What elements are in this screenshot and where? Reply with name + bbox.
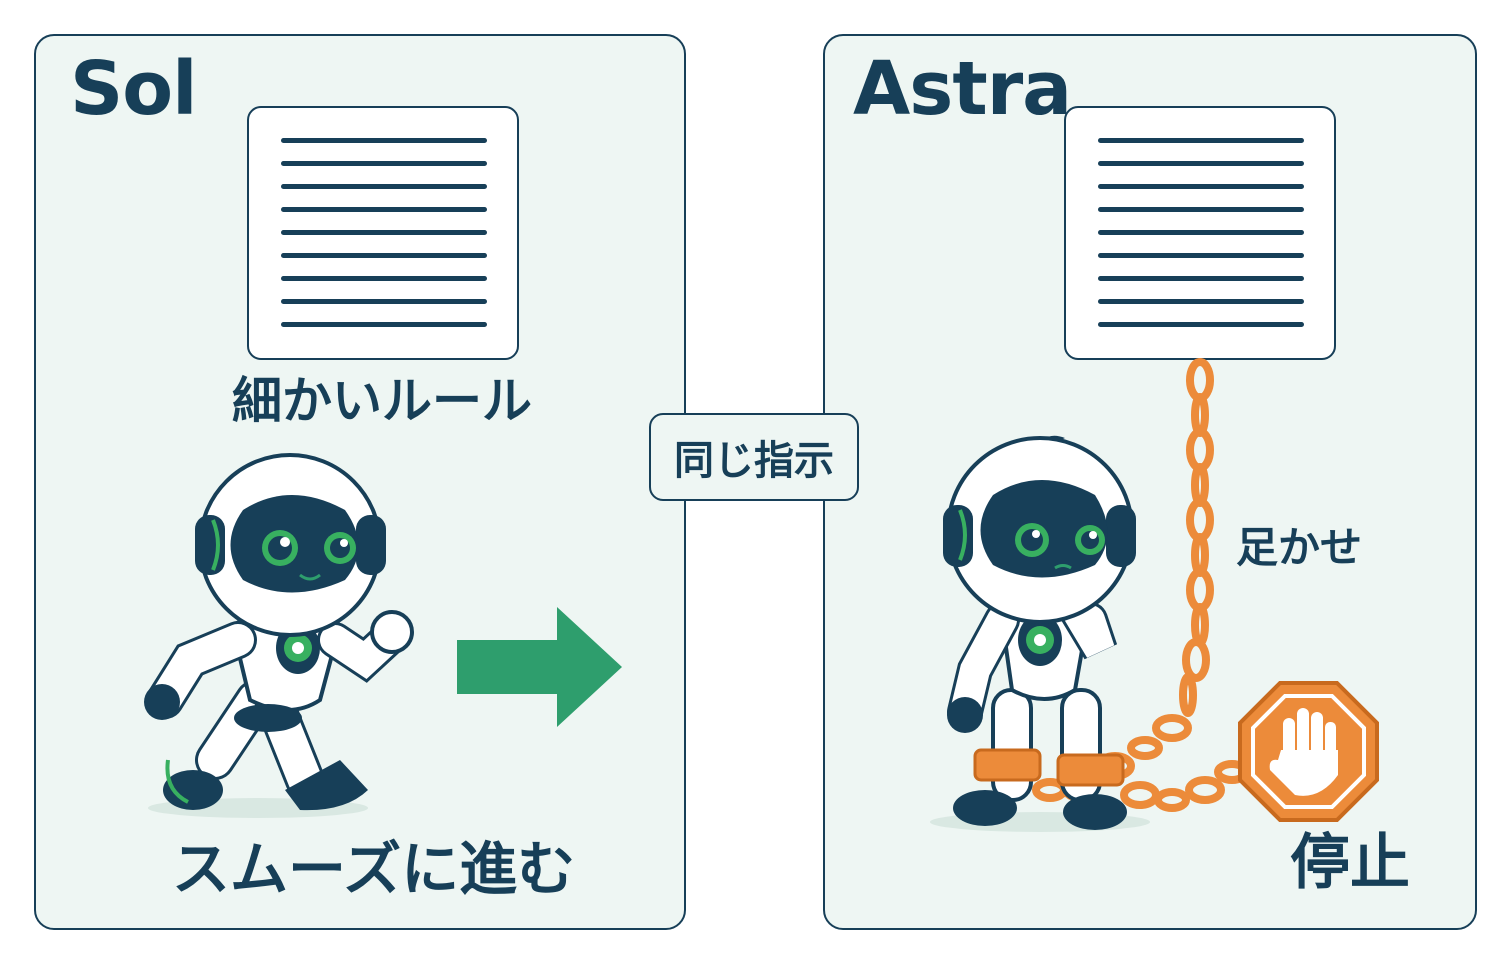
robot-walking-icon: [144, 453, 414, 818]
smooth-progress-label: スムーズに進む: [172, 835, 576, 903]
document-icon: [247, 106, 519, 360]
hand-icon: [1269, 708, 1338, 796]
detailed-rules-label: 細かいルール: [232, 372, 532, 430]
same-instruction-badge: 同じ指示: [649, 413, 859, 501]
document-icon: [1064, 106, 1336, 360]
shackle-icon: [973, 748, 1125, 787]
shackle-label: 足かせ: [1236, 523, 1363, 572]
stop-sign-icon: [1238, 681, 1379, 822]
sol-title: Sol: [70, 46, 197, 132]
astra-title: Astra: [853, 46, 1072, 132]
stop-label: 停止: [1290, 828, 1410, 898]
robot-confused-icon: [930, 435, 1150, 832]
arrow-right-icon: [457, 607, 622, 727]
same-instruction-label: 同じ指示: [674, 438, 834, 484]
